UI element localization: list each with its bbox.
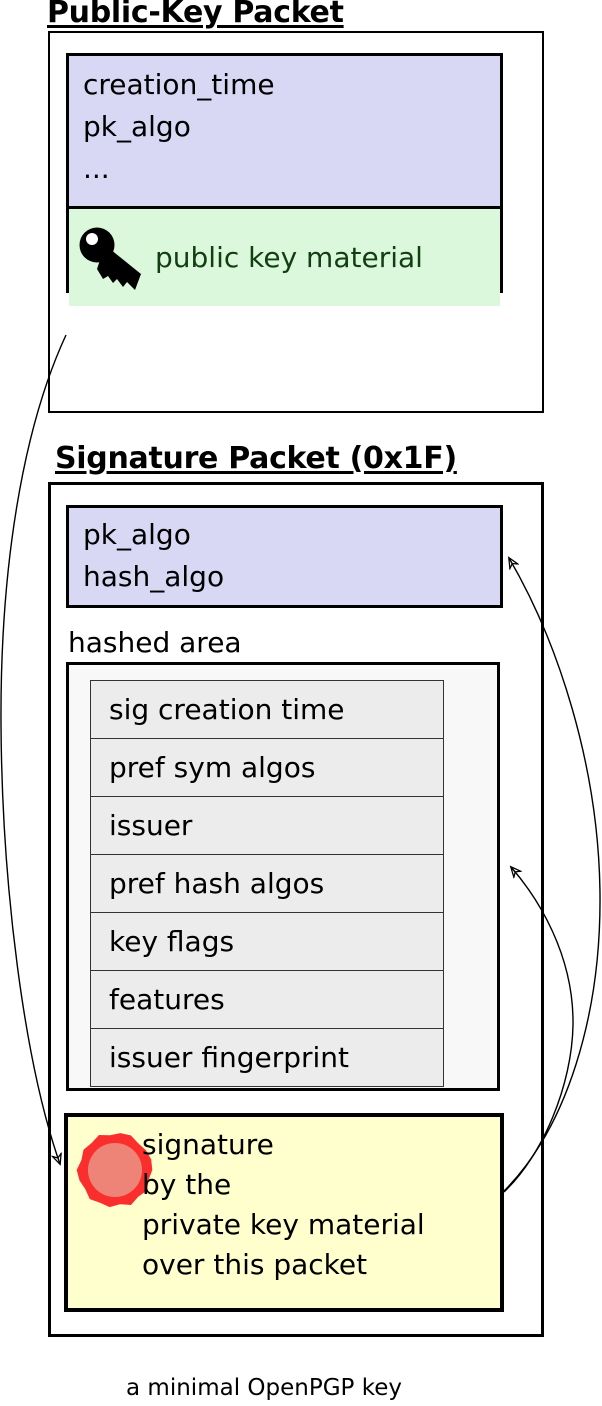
subpacket-sig-creation-time: sig creation time [91, 681, 443, 739]
public-key-material-label: public key material [155, 241, 423, 274]
field-creation-time: creation_time [83, 68, 275, 101]
subpacket-pref-sym-algos: pref sym algos [91, 739, 443, 797]
subpacket-pref-hash-algos: pref hash algos [91, 855, 443, 913]
field-pk-algo: pk_algo [83, 110, 191, 143]
seal-icon-center [88, 1143, 142, 1197]
signature-line-3: private key material [142, 1208, 425, 1241]
signature-packet-title: Signature Packet (0x1F) [55, 441, 457, 476]
signature-line-1: signature [142, 1128, 274, 1161]
subpacket-issuer-fingerprint: issuer fingerprint [91, 1029, 443, 1086]
diagram-caption: a minimal OpenPGP key [126, 1375, 402, 1401]
seal-icon [76, 1133, 153, 1208]
hashed-area-label: hashed area [68, 626, 242, 659]
field-ellipsis: ... [83, 152, 110, 185]
field-pk-algo: pk_algo [83, 518, 191, 551]
hashed-area-box: sig creation time pref sym algos issuer … [66, 662, 500, 1091]
field-hash-algo: hash_algo [83, 560, 225, 593]
signature-line-4: over this packet [142, 1248, 368, 1281]
subpacket-issuer: issuer [91, 797, 443, 855]
key-icon [79, 227, 141, 290]
public-key-material-box: public key material [69, 209, 500, 306]
signature-description: signature by the private key material ov… [142, 1125, 425, 1285]
public-key-packet-fields: creation_time pk_algo ... public key mat… [66, 53, 503, 306]
public-key-header-fields: creation_time pk_algo ... [69, 56, 500, 209]
subpacket-features: features [91, 971, 443, 1029]
public-key-packet-title: Public-Key Packet [47, 0, 344, 30]
signature-line-2: by the [142, 1168, 232, 1201]
hashed-subpacket-table: sig creation time pref sym algos issuer … [90, 680, 444, 1087]
signature-header-fields: pk_algo hash_algo [66, 505, 503, 608]
signature-value-box: signature by the private key material ov… [64, 1113, 504, 1312]
subpacket-key-flags: key flags [91, 913, 443, 971]
